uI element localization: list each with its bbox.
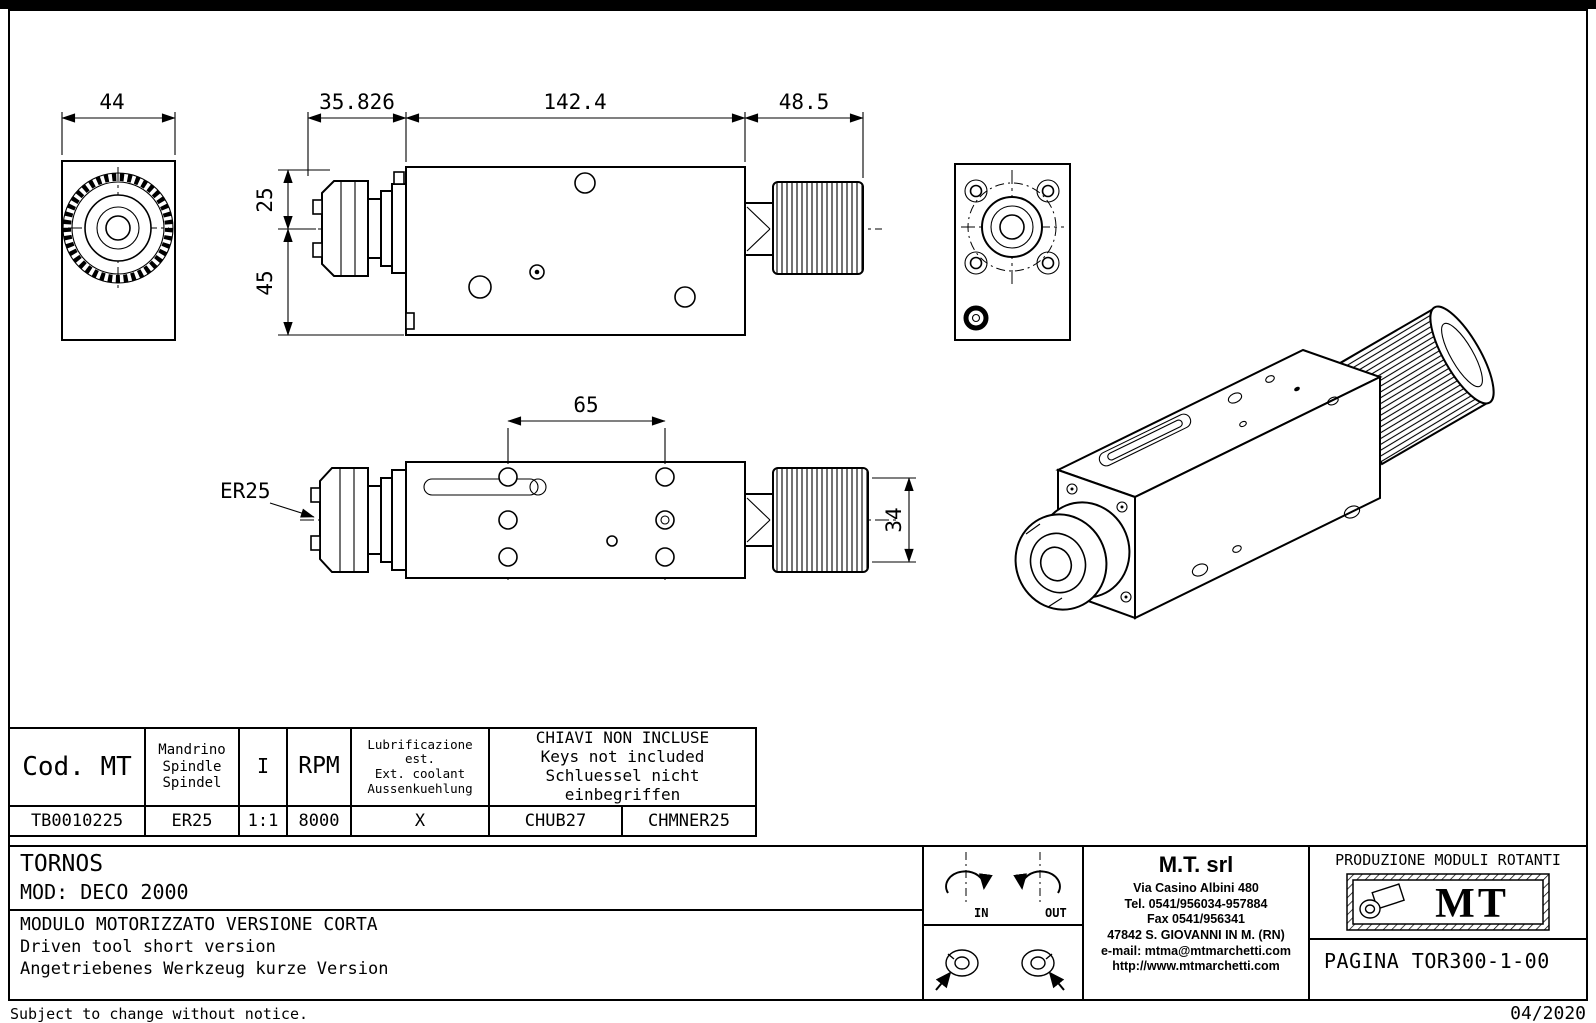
wrench-icon-out (1021, 949, 1065, 991)
dim-hole-spacing: 65 (507, 393, 666, 464)
dim-body-length: 142.4 (543, 90, 606, 114)
iso-view (1014, 305, 1495, 620)
company-fax: Fax 0541/956341 (1146, 912, 1245, 927)
dim-side-lengths: 35.826 142.4 48.5 (307, 90, 864, 178)
rotation-direction-panel: IN OUT (924, 847, 1082, 999)
dim-hole-spacing-value: 65 (573, 393, 598, 417)
dim-center-bottom: 45 (253, 270, 277, 295)
company-email: e-mail: mtma@mtmarchetti.com (1100, 943, 1291, 958)
dim-center-top: 25 (253, 187, 277, 212)
rotation-out-symbol: OUT (1013, 852, 1067, 920)
cell-mandrino: ER25 (146, 807, 238, 835)
dim-side-heights: 25 45 (253, 169, 404, 336)
company-tel: Tel. 0541/956034-957884 (1124, 896, 1268, 911)
mt-logo-icon (1359, 883, 1405, 919)
machine-name: TORNOS (20, 851, 104, 877)
technical-drawing: 44 (61, 90, 1495, 620)
company-address: Via Casino Albini 480 (1133, 881, 1259, 895)
production-label: PRODUZIONE MODULI ROTANTI (1335, 851, 1561, 869)
description-de: Angetriebenes Werkzeug kurze Version (20, 959, 389, 979)
machine-model: MOD: DECO 2000 (20, 880, 189, 904)
dim-shaft-diameter: 34 (872, 477, 916, 563)
rotation-in-label: IN (974, 906, 988, 920)
side-view (300, 166, 882, 336)
dim-nose-length: 35.826 (319, 90, 395, 114)
front-view (61, 160, 176, 341)
spec-table: Cod. MT Mandrino Spindle Spindel I RPM L… (8, 727, 757, 837)
company-info: M.T. srl Via Casino Albini 480 Tel. 0541… (1084, 847, 1308, 999)
company-website: http://www.mtmarchetti.com (1112, 959, 1280, 974)
dim-shaft-diameter-value: 34 (882, 507, 906, 532)
col-header-ratio: I (240, 729, 286, 805)
col-header-mandrino: Mandrino Spindle Spindel (146, 729, 238, 805)
cell-ratio: 1:1 (240, 807, 286, 835)
cell-rpm: 8000 (288, 807, 350, 835)
rotation-diagram: IN OUT (924, 852, 1082, 991)
mt-logo-text: MT (1435, 881, 1509, 927)
cell-key-1: CHUB27 (490, 807, 621, 835)
change-notice: Subject to change without notice. (10, 1005, 309, 1023)
logo-and-page-panel: PRODUZIONE MODULI ROTANTI MT P (1310, 847, 1586, 999)
bottom-view (300, 460, 900, 580)
col-header-keys: CHIAVI NON INCLUSE Keys not included Sch… (490, 728, 755, 805)
cell-key-2: CHMNER25 (623, 807, 755, 835)
rotation-out-label: OUT (1045, 906, 1067, 920)
dim-front-width: 44 (61, 90, 176, 155)
title-block-description: TORNOS MOD: DECO 2000 MODULO MOTORIZZATO… (10, 847, 922, 999)
wrench-icon-in (935, 949, 979, 991)
cell-cod: TB0010225 (10, 807, 144, 835)
bolt-holes (964, 179, 1060, 275)
er25-label: ER25 (220, 479, 271, 503)
title-block: TORNOS MOD: DECO 2000 MODULO MOTORIZZATO… (8, 845, 1588, 1001)
sheet-top-border (0, 0, 1596, 9)
company-name: M.T. srl (1158, 852, 1234, 877)
description-divider (10, 909, 922, 911)
dim-front-width-value: 44 (99, 90, 124, 114)
rotation-in-symbol: IN (945, 852, 993, 920)
col-header-cod: Cod. MT (10, 729, 144, 805)
rear-view (954, 163, 1071, 341)
cell-coolant: X (352, 807, 488, 835)
dim-shaft-length: 48.5 (779, 90, 830, 114)
collet-callout: ER25 (220, 479, 315, 518)
revision-date: 04/2020 (1510, 1003, 1586, 1023)
description-en: Driven tool short version (20, 937, 276, 957)
page-divider (1310, 938, 1586, 940)
mt-logo: MT (1346, 873, 1550, 931)
col-header-rpm: RPM (288, 729, 350, 805)
page-number: PAGINA TOR300-1-00 (1324, 949, 1550, 973)
company-city: 47842 S. GIOVANNI IN M. (RN) (1107, 927, 1285, 942)
description-it: MODULO MOTORIZZATO VERSIONE CORTA (20, 914, 378, 935)
col-header-coolant: Lubrificazione est. Ext. coolant Aussenk… (352, 729, 488, 805)
